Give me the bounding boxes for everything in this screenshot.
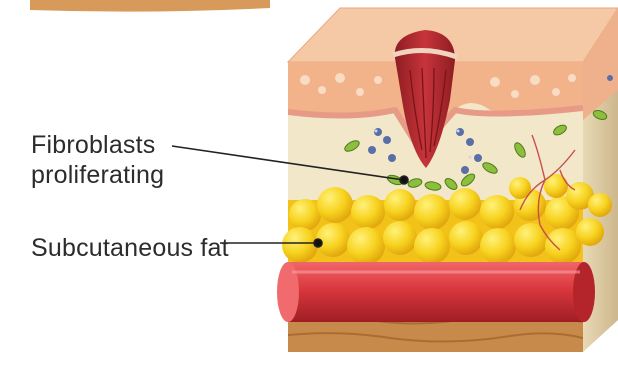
fat-pointer-dot: [314, 239, 322, 247]
fibroblasts-label-line-1: Fibroblasts: [31, 130, 164, 160]
fibroblast-pointer-dot: [400, 176, 408, 184]
blood-vessel-icon: [277, 262, 595, 322]
fibroblasts-label-line-2: proliferating: [31, 160, 164, 190]
subcutaneous-fat-label: Subcutaneous fat: [31, 233, 229, 263]
fibroblasts-callout: Fibroblasts proliferating: [31, 130, 164, 190]
previous-panel-edge: [30, 0, 270, 12]
subcutaneous-fat-callout: Subcutaneous fat: [31, 233, 229, 263]
